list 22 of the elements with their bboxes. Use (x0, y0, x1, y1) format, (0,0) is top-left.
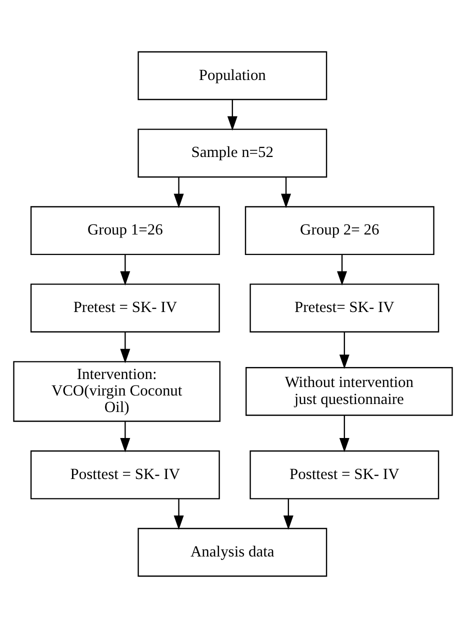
arrow (336, 254, 347, 286)
arrow (280, 176, 291, 208)
arrow (120, 421, 130, 452)
arrow (120, 254, 130, 286)
arrow (338, 415, 349, 452)
arrow (226, 99, 237, 130)
node-box: Without intervention just questionnaire (245, 366, 452, 416)
node-box: Pretest= SK- IV (249, 283, 439, 332)
node-box: Intervention: VCO(virgin Coconut Oil) (12, 360, 220, 422)
node-box: Pretest = SK- IV (30, 283, 220, 332)
node-box: Analysis data (137, 527, 327, 576)
node-box: Sample n=52 (137, 128, 327, 178)
arrow (282, 498, 293, 530)
node-box: Posttest = SK- IV (249, 450, 439, 499)
arrow (338, 332, 349, 368)
node-box: Group 1=26 (30, 206, 220, 255)
arrow (173, 498, 184, 530)
node-box: Population (137, 50, 327, 100)
arrow (173, 176, 184, 208)
arrow (120, 332, 130, 363)
node-box: Posttest = SK- IV (30, 450, 220, 499)
node-box: Group 2= 26 (244, 206, 434, 255)
